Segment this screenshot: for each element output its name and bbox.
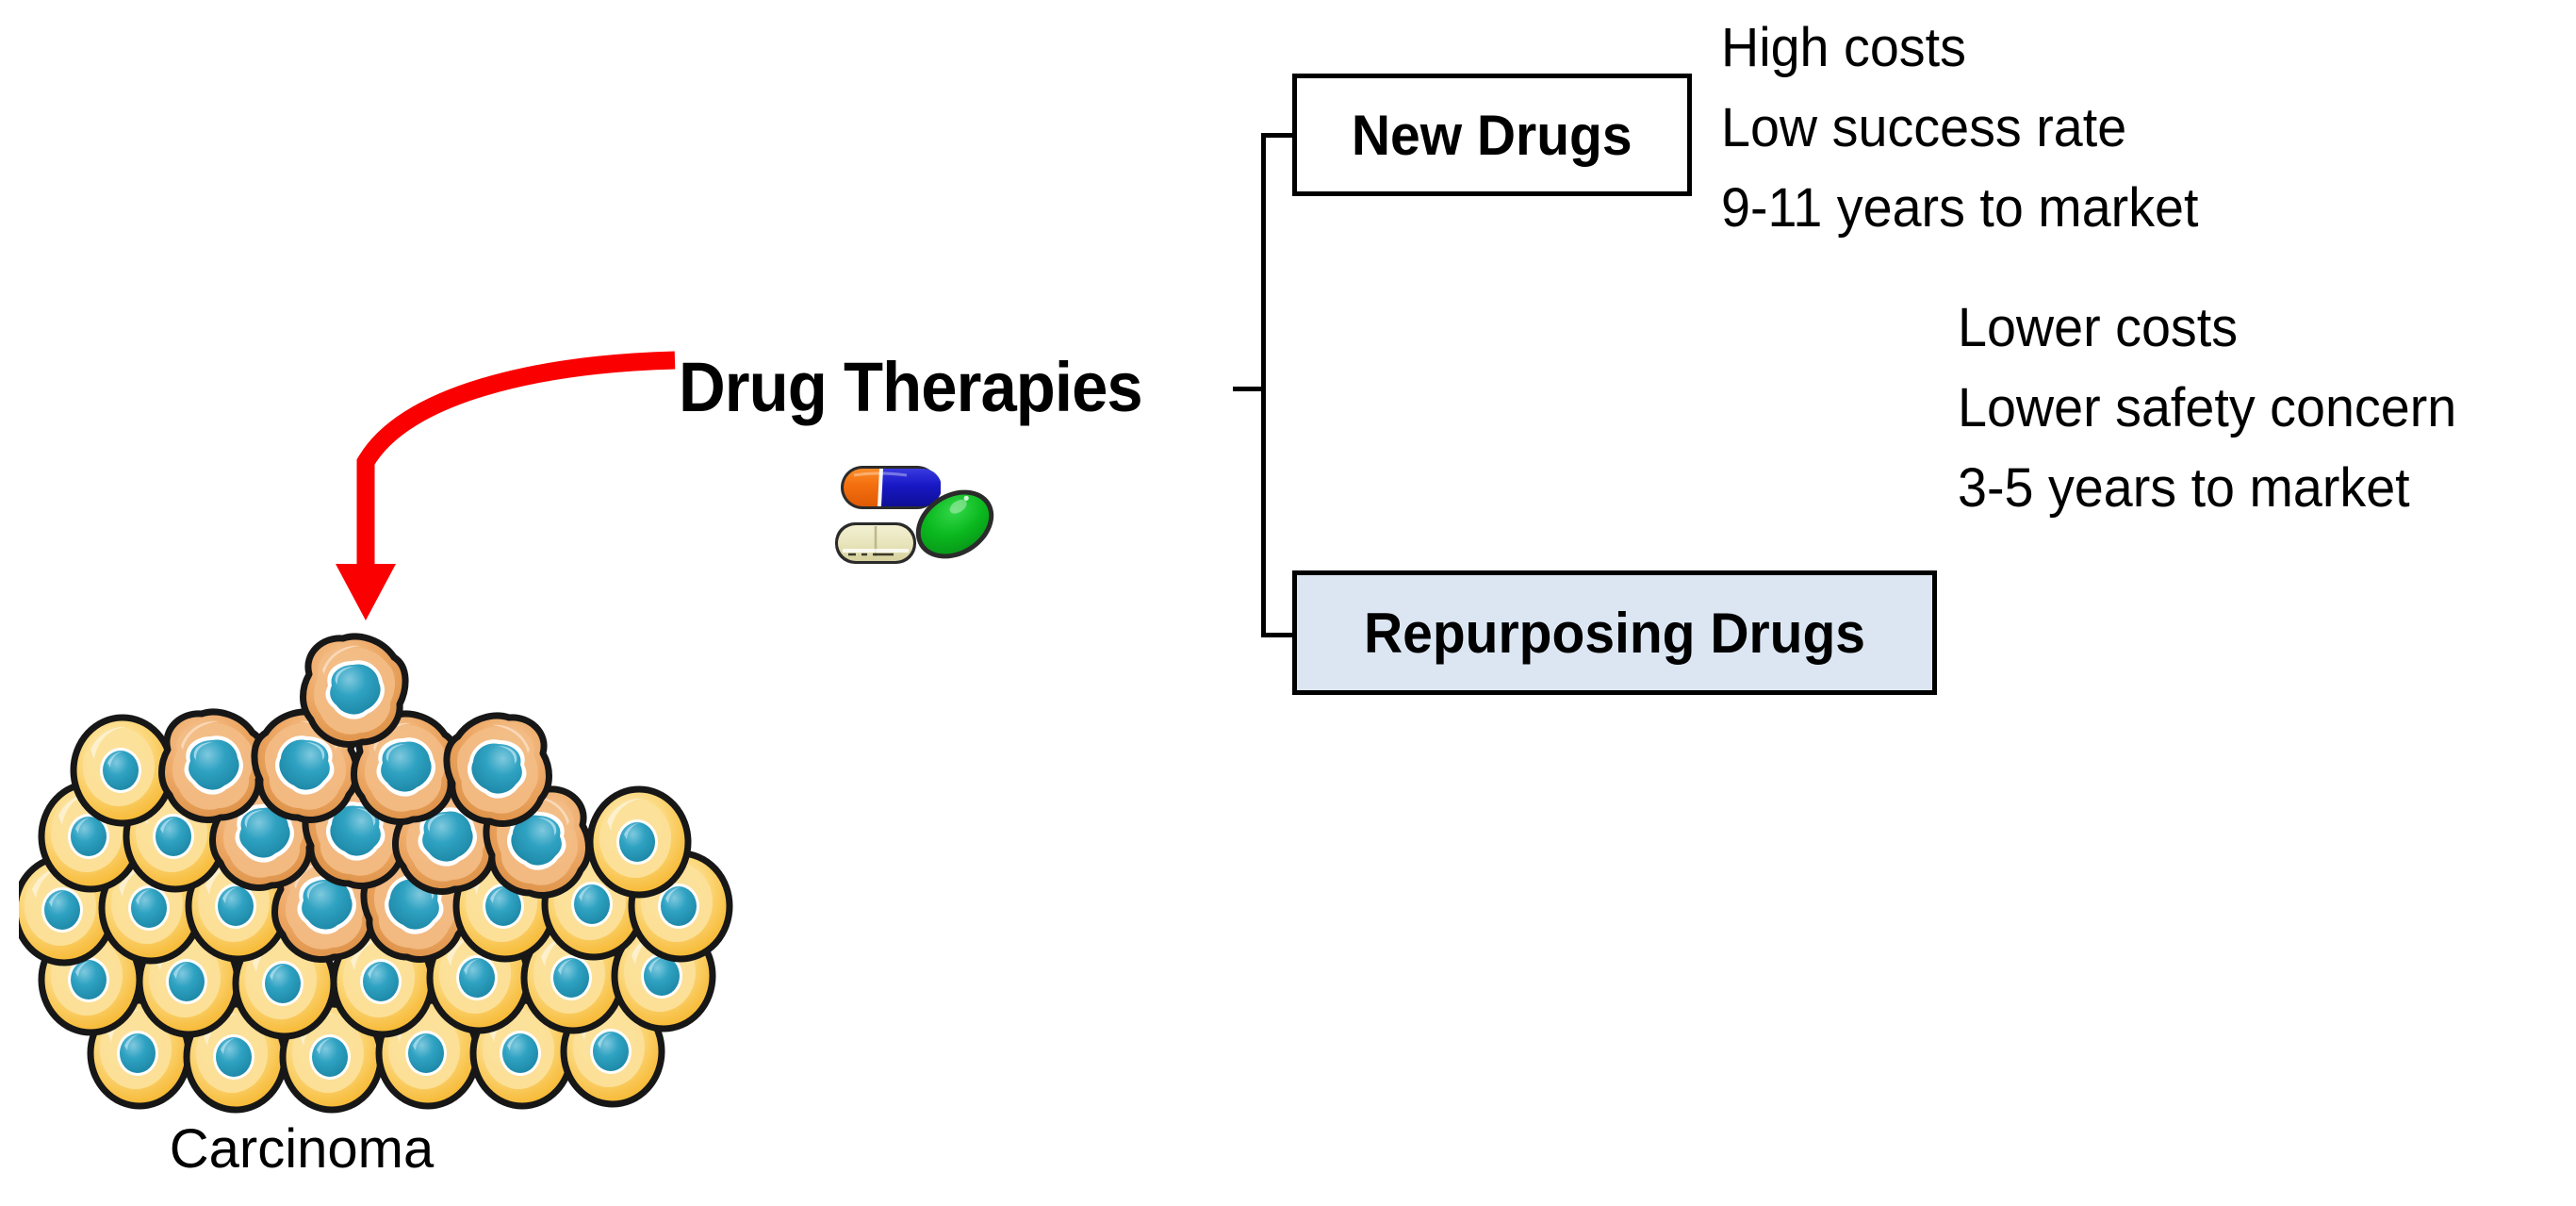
detail-item: Lower safety concern [1958, 377, 2457, 438]
node-label-repurposing-drugs: Repurposing Drugs [1363, 601, 1865, 665]
cell-apex [304, 636, 406, 744]
detail-item: 9-11 years to market [1721, 177, 2199, 239]
node-box-new-drugs[interactable]: New Drugs [1292, 74, 1692, 196]
capsule-orange-blue-icon [841, 466, 941, 509]
pill-green-icon [915, 489, 994, 559]
connector-bracket-spine [1261, 133, 1266, 637]
carcinoma-caption-text: Carcinoma [169, 1118, 435, 1180]
red-arrow-to-carcinoma [336, 351, 676, 620]
node-box-repurposing-drugs[interactable]: Repurposing Drugs [1292, 570, 1937, 695]
carcinoma-cell-cluster [19, 618, 735, 1117]
detail-item: Lower costs [1958, 297, 2239, 358]
details-new-drugs: High costs Low success rate 9-11 years t… [1721, 8, 2219, 248]
node-label-new-drugs: New Drugs [1352, 103, 1633, 167]
cell-row-1 [74, 712, 550, 823]
connector-root-stub [1233, 387, 1265, 391]
connector-branch-bottom [1261, 633, 1295, 637]
tablet-beige-icon [835, 522, 916, 564]
root-label: Drug Therapies [679, 348, 1143, 426]
detail-item: Low success rate [1721, 97, 2127, 158]
carcinoma-figure: Carcinoma [19, 618, 735, 1202]
pill-group-icon [835, 466, 994, 564]
detail-item: 3-5 years to market [1958, 457, 2410, 519]
carcinoma-caption: Carcinoma [19, 1117, 735, 1181]
connector-branch-top [1261, 133, 1295, 138]
detail-item: High costs [1721, 17, 1966, 78]
details-repurposing-drugs: Lower costs Lower safety concern 3-5 yea… [1958, 288, 2477, 528]
